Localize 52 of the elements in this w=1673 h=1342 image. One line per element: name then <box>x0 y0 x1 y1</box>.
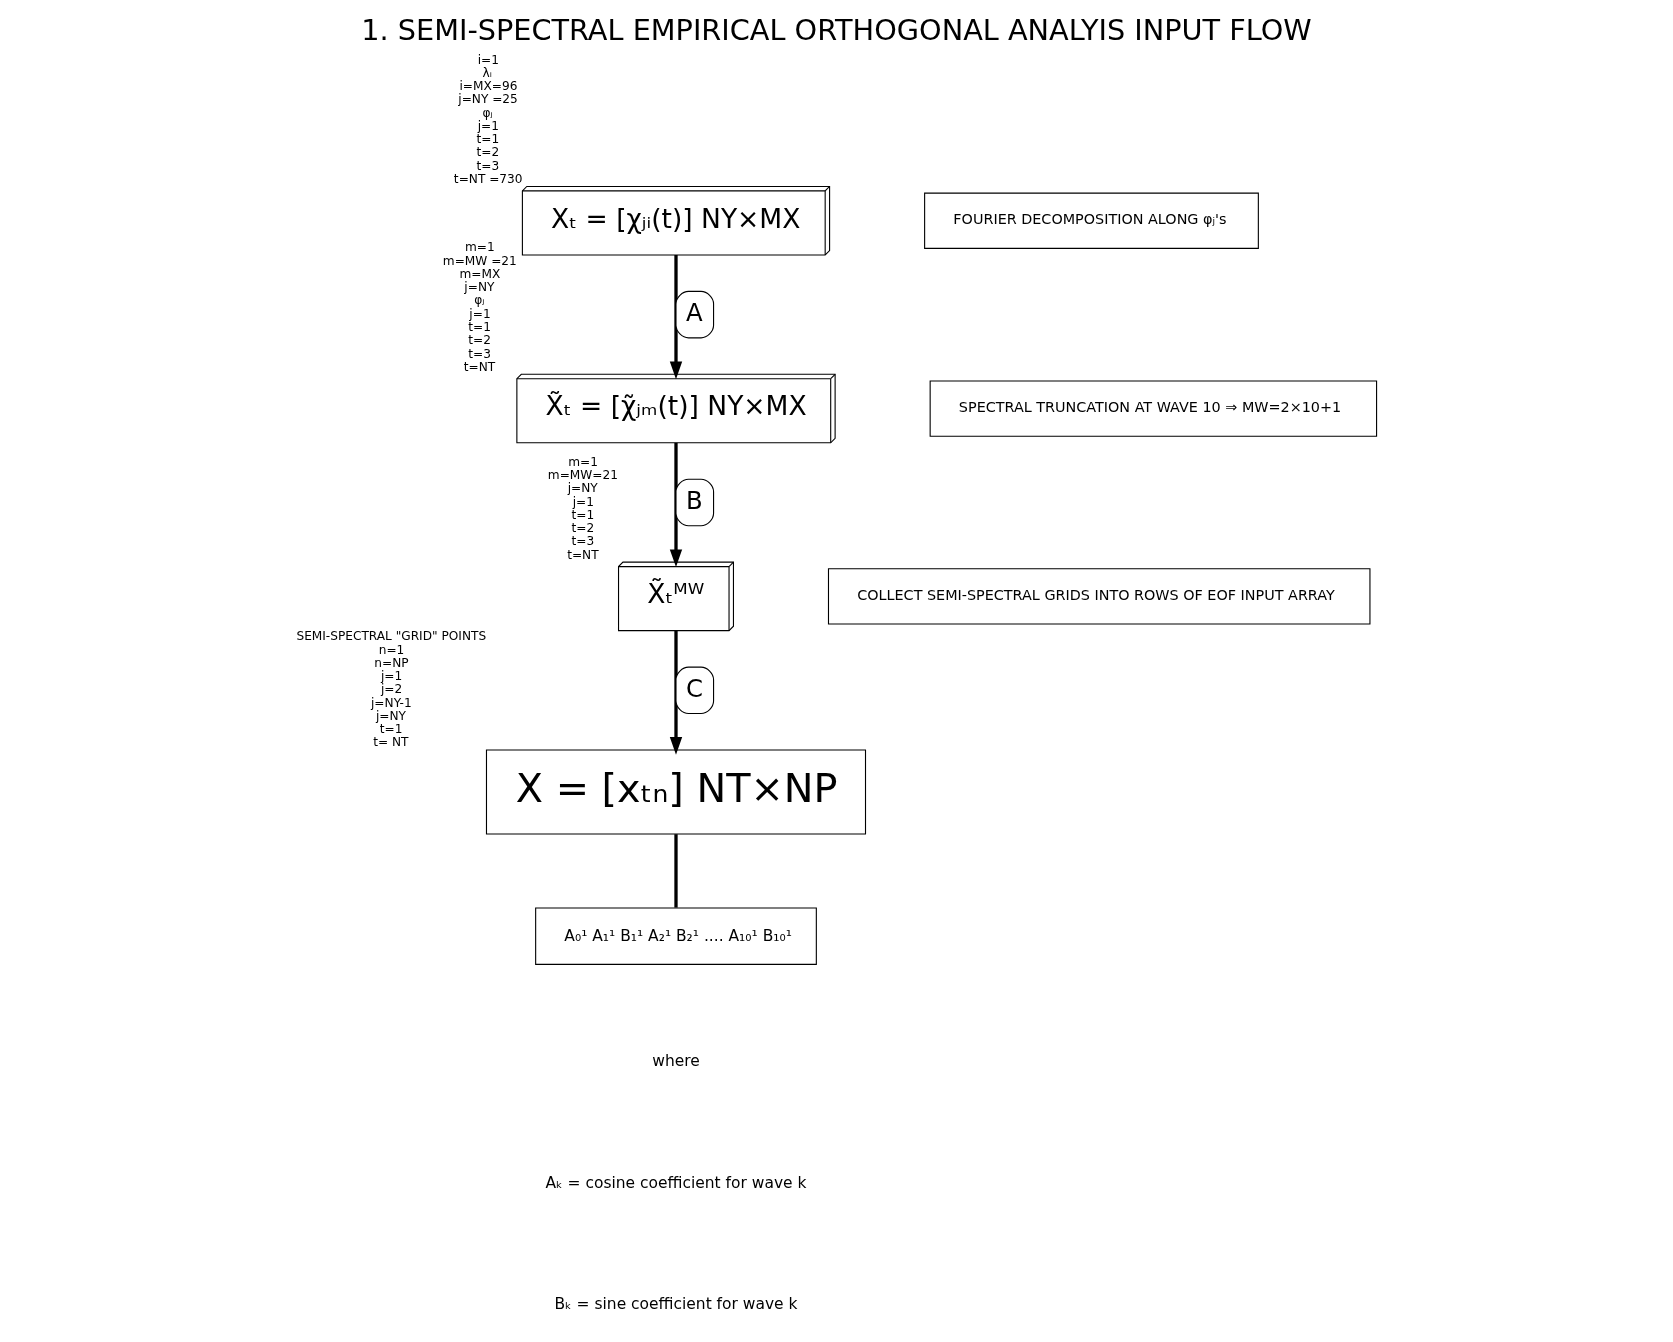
node-label: t=2 <box>571 521 595 536</box>
node-label: m=1 <box>464 240 495 255</box>
node-label: j=NY <box>464 280 495 295</box>
node-label: λᵢ <box>482 65 492 80</box>
node-label: t=1 <box>476 132 500 147</box>
edge-label: B <box>685 485 703 515</box>
node-label: j=1 <box>469 306 491 321</box>
node-label: i=MX=96 <box>459 79 518 94</box>
node-label: t=3 <box>468 346 491 361</box>
node-label: t=3 <box>571 534 595 549</box>
edge-label: A <box>685 297 703 327</box>
diagram-title: 1. SEMI-SPECTRAL EMPIRICAL ORTHOGONAL ANALYIS INPUT FLOW <box>361 13 1312 48</box>
node-label: m=1 <box>568 454 598 469</box>
connector <box>674 834 678 908</box>
arrow <box>669 442 683 568</box>
node-label: i=1 <box>477 52 499 67</box>
node-label: m=MW=21 <box>547 468 618 483</box>
node-box: FOURIER DECOMPOSITION ALONG φⱼ's <box>924 192 1259 249</box>
node-label: t=1 <box>571 507 595 522</box>
node-label: j=1 <box>477 118 499 133</box>
node-label: j=NY =25 <box>458 92 518 107</box>
label: where <box>652 1052 700 1071</box>
node-label: j=1 <box>380 669 403 684</box>
node-label: t=NT <box>567 547 599 562</box>
node-label: m=MX <box>459 266 501 281</box>
node-label: t= NT <box>373 735 409 750</box>
node-box: COLLECT SEMI-SPECTRAL GRIDS INTO ROWS OF EOF INPUT ARRAY <box>827 568 1371 625</box>
node-label: j=2 <box>380 682 403 697</box>
node-label: j=NY <box>375 708 407 723</box>
node-label: n=NP <box>374 655 409 670</box>
node-label: j=1 <box>572 494 594 509</box>
node-label: φⱼ <box>474 293 485 308</box>
node-label: t=NT =730 <box>453 171 523 186</box>
node-label: j=NY-1 <box>371 695 412 710</box>
node-label: SEMI-SPECTRAL "GRID" POINTS <box>296 629 487 644</box>
arrow <box>669 630 683 755</box>
node-label: t=2 <box>476 145 500 160</box>
node-box: X = [xₜₙ] NT×NP <box>485 749 867 835</box>
node-box: SPECTRAL TRUNCATION AT WAVE 10 ⇒ MW=2×10+1 <box>929 380 1378 437</box>
node-label: t=1 <box>379 722 403 737</box>
node-label: j=NY <box>567 481 598 496</box>
node-label: n=1 <box>378 642 405 657</box>
label: Aₖ = cosine coefficient for wave k <box>545 1173 807 1192</box>
node-label: φⱼ <box>482 105 493 120</box>
node-label: m=MW =21 <box>442 253 517 268</box>
edge-label: C <box>685 673 703 703</box>
node-label: t=3 <box>476 158 500 173</box>
node-box: A₀¹ A₁¹ B₁¹ A₂¹ B₂¹ .... A₁₀¹ B₁₀¹ <box>535 907 817 965</box>
node-label: t=2 <box>468 333 491 348</box>
arrow <box>669 255 683 380</box>
label: Bₖ = sine coefficient for wave k <box>554 1295 798 1314</box>
node-label: t=NT <box>463 359 496 374</box>
